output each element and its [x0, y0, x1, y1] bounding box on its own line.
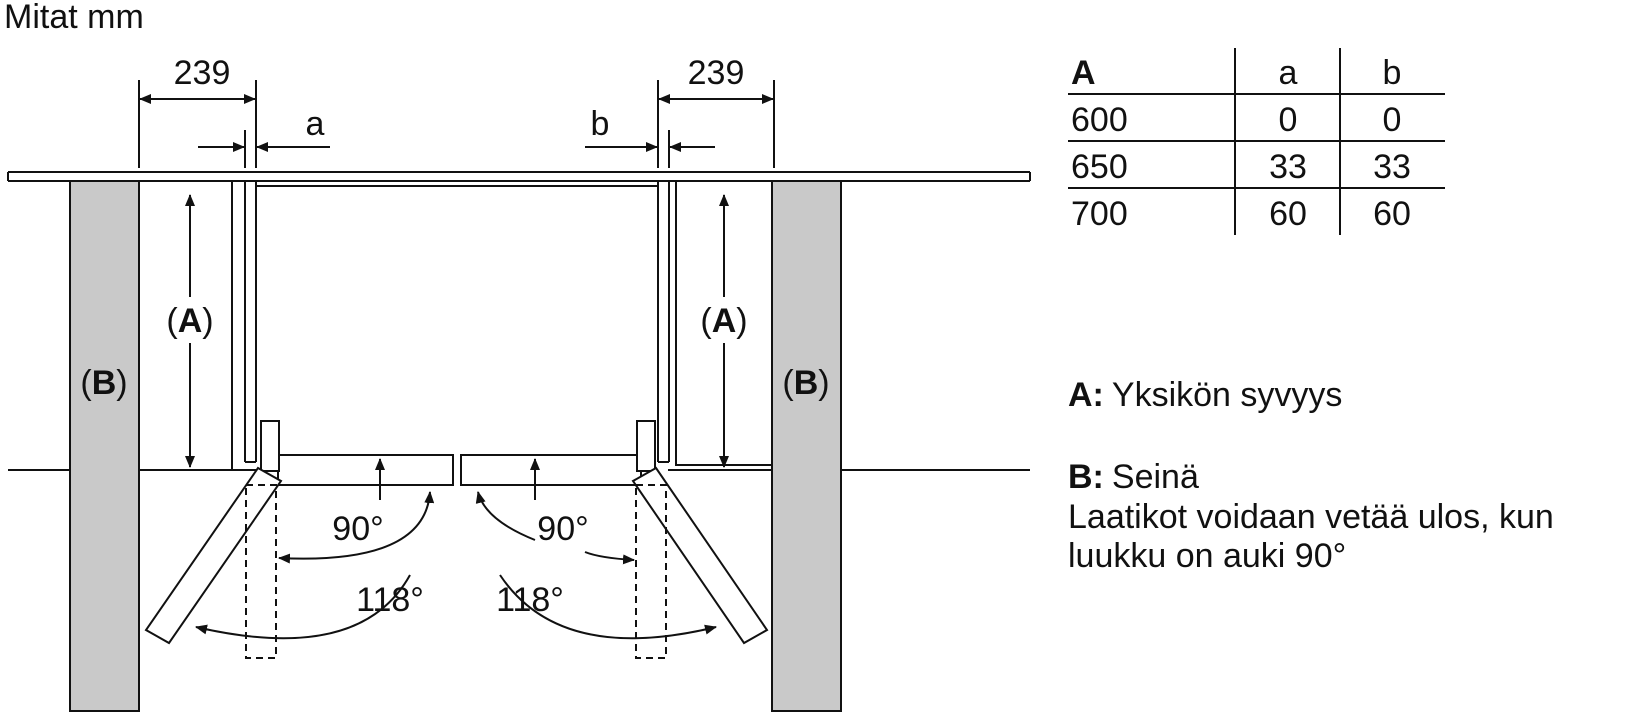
legend-b: B:Seinä — [1068, 458, 1199, 496]
right-depth-marker: (A) — [700, 302, 747, 340]
countertop-lines — [7, 171, 1031, 182]
right-width-label: 239 — [688, 54, 745, 92]
angle-arcs — [195, 491, 717, 640]
fridge-body — [244, 181, 670, 463]
depth-arrows — [185, 194, 729, 468]
table-row-2-b: 60 — [1373, 195, 1411, 233]
left-width-dimension — [138, 80, 257, 168]
table-row-0-b: 0 — [1383, 101, 1402, 139]
right-angle-118: 118° — [496, 581, 564, 619]
table-header-a: a — [1279, 54, 1298, 92]
left-depth-marker: (A) — [166, 302, 213, 340]
legend-note-line-2: luukku on auki 90° — [1068, 537, 1346, 575]
table-row-2-depth: 700 — [1071, 195, 1128, 233]
left-angle-90: 90° — [332, 510, 383, 548]
diagram-title: Mitat mm — [4, 0, 144, 36]
wall-markers: (B) (B) — [80, 364, 829, 402]
left-cabinet-outline — [138, 181, 233, 471]
right-width-dimension — [657, 80, 775, 168]
doors-90-dashed — [245, 484, 667, 659]
table-row-1-b: 33 — [1373, 148, 1411, 186]
table-row-2-a: 60 — [1269, 195, 1307, 233]
left-width-label: 239 — [174, 54, 231, 92]
gap-a-label: a — [306, 105, 325, 143]
table-header-b: b — [1383, 54, 1402, 92]
legend: A:Yksikön syvyys B:Seinä Laatikot voidaa… — [1068, 376, 1554, 575]
drawers — [277, 454, 642, 486]
right-angle-90: 90° — [537, 510, 588, 548]
gap-b-label: b — [591, 105, 610, 143]
table-row-0-depth: 600 — [1071, 101, 1128, 139]
table-row-1-a: 33 — [1269, 148, 1307, 186]
left-door-open — [144, 466, 283, 645]
left-wall-marker: (B) — [80, 364, 127, 402]
right-hinge-block — [636, 420, 656, 472]
right-wall — [771, 180, 842, 712]
dimension-table: A a b 600 0 0 650 33 33 700 60 60 — [1068, 48, 1445, 235]
table-header-a-col: A — [1071, 54, 1096, 92]
right-wall-marker: (B) — [782, 364, 829, 402]
left-angle-118: 118° — [356, 581, 424, 619]
table-row-0-a: 0 — [1279, 101, 1298, 139]
gap-b-dimension — [585, 130, 715, 168]
gap-a-dimension — [198, 130, 330, 168]
table-row-1-depth: 650 — [1071, 148, 1128, 186]
legend-note-line-1: Laatikot voidaan vetää ulos, kun — [1068, 498, 1554, 536]
left-hinge-block — [260, 420, 280, 472]
right-cabinet-outline — [675, 181, 772, 466]
right-door-open — [631, 466, 769, 645]
legend-a: A:Yksikön syvyys — [1068, 376, 1342, 414]
left-wall — [69, 180, 140, 712]
